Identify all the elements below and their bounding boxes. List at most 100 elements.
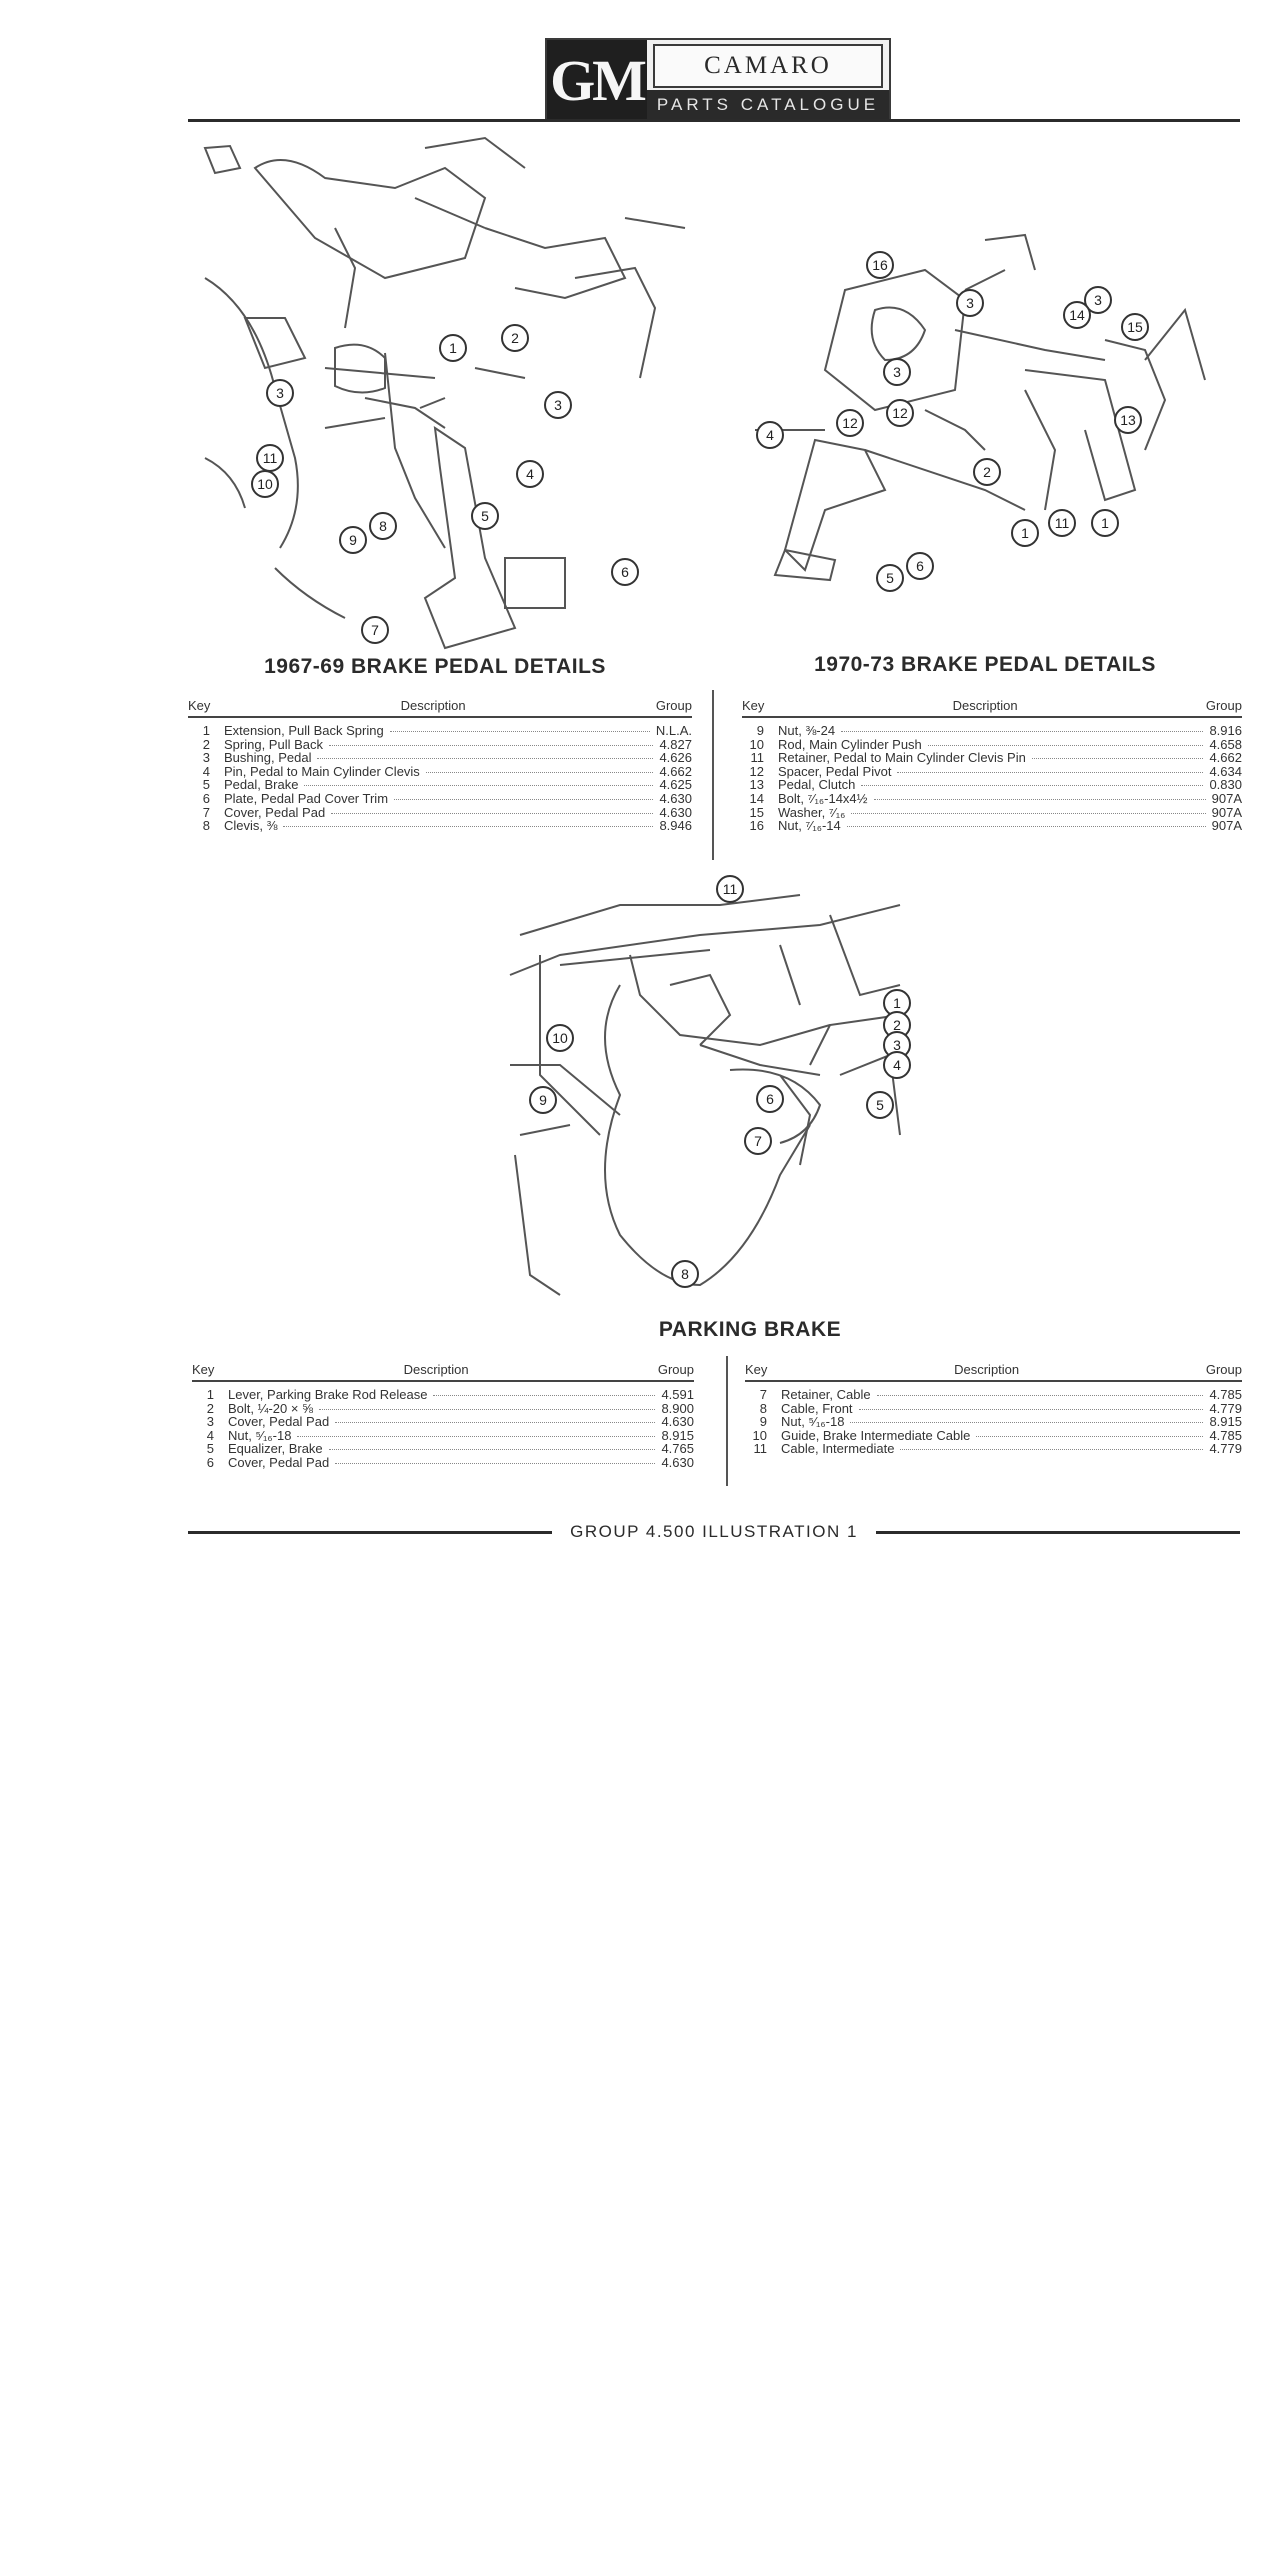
late-table-header: Key Description Group	[742, 698, 1242, 718]
parking-callout-4: 4	[893, 1057, 901, 1073]
parking-callout-10: 10	[552, 1030, 568, 1046]
dot-leader	[317, 758, 654, 760]
early-callout-7: 7	[371, 622, 379, 638]
parking-left-table-header: Key Description Group	[192, 1362, 694, 1382]
early-callout-8: 8	[379, 518, 387, 534]
part-key: 6	[202, 790, 210, 806]
part-group: 4.630	[659, 790, 692, 806]
catalogue-model-title: CAMARO	[653, 44, 883, 88]
dot-leader	[331, 812, 654, 814]
gm-logo: GM	[547, 40, 647, 120]
part-key: 1	[202, 723, 210, 738]
parking-right-col-group: Group	[1205, 1362, 1242, 1377]
late-col-key: Key	[742, 698, 765, 713]
part-description: Washer, ⁷⁄₁₆	[778, 804, 846, 820]
parking-right-col-description: Description	[954, 1362, 1020, 1377]
part-description: Plate, Pedal Pad Cover Trim	[224, 790, 389, 806]
early-callout-1: 1	[449, 340, 457, 356]
part-description: Cover, Pedal Pad	[228, 1454, 330, 1470]
early-callout-3b: 3	[554, 397, 562, 413]
parking-callout-7: 7	[754, 1133, 762, 1149]
part-group: N.L.A.	[655, 723, 692, 738]
part-description: Retainer, Pedal to Main Cylinder Clevis …	[778, 750, 1026, 766]
early-col-key: Key	[188, 698, 211, 713]
part-key: 1	[206, 1387, 214, 1402]
part-description: Clevis, ⅜	[224, 818, 278, 834]
part-description: Nut, ⅜-24	[778, 723, 836, 738]
part-group: 4.630	[659, 804, 692, 820]
late-brake-pedal-illustration: 1 1 2 3 3 3 4 5 6 11 12 12 13 14 15 16	[755, 233, 1206, 592]
part-group: 907A	[1211, 818, 1242, 834]
header-title-block: CAMARO PARTS CATALOGUE	[647, 40, 889, 120]
part-description: Nut, ⁵⁄₁₆-18	[228, 1427, 292, 1443]
early-table-header: Key Description Group	[188, 698, 692, 718]
early-brake-pedal-illustration: 1 2 3 3 4 5 6 7 8 9 10 11	[203, 136, 686, 650]
parking-section-title: PARKING BRAKE	[658, 1318, 842, 1341]
part-group: 8.900	[661, 1400, 694, 1416]
part-group: 8.946	[659, 818, 692, 834]
part-description: Cover, Pedal Pad	[224, 804, 326, 820]
part-key: 11	[753, 1441, 768, 1457]
late-callout-11: 11	[1055, 515, 1070, 531]
part-description: Rod, Main Cylinder Push	[778, 736, 922, 752]
footer-illustration-label: GROUP 4.500 ILLUSTRATION 1	[570, 1522, 858, 1541]
part-key: 10	[749, 736, 764, 752]
table-row: 11 Cable, Intermediate 4.779	[745, 1441, 1243, 1457]
part-group: 4.662	[1209, 750, 1242, 766]
part-group: 907A	[1211, 790, 1242, 806]
late-section-title: 1970-73 BRAKE PEDAL DETAILS	[814, 653, 1156, 676]
part-description: Nut, ⁵⁄₁₆-18	[781, 1414, 845, 1430]
part-description: Pin, Pedal to Main Cylinder Clevis	[224, 763, 420, 779]
parking-callout-5: 5	[876, 1097, 884, 1113]
part-description: Nut, ⁷⁄₁₆-14	[778, 818, 841, 834]
parking-callout-8: 8	[681, 1266, 689, 1282]
parking-right-table-header: Key Description Group	[745, 1362, 1242, 1382]
early-callout-5: 5	[481, 508, 489, 524]
late-col-description: Description	[952, 698, 1018, 713]
dot-leader	[900, 1449, 1204, 1451]
page-footer: GROUP 4.500 ILLUSTRATION 1	[188, 1522, 1241, 1542]
part-group: 907A	[1211, 804, 1242, 820]
dot-leader	[425, 771, 654, 773]
part-description: Bolt, ¼-20 × ⅝	[228, 1400, 313, 1416]
part-group: 4.779	[1209, 1400, 1242, 1416]
late-callout-3a: 3	[893, 364, 901, 380]
early-callout-6: 6	[621, 564, 629, 580]
parking-brake-illustration: 1 2 3 4 5 6 7 8 9 10 11	[509, 875, 911, 1296]
dot-leader	[328, 1449, 656, 1451]
dot-leader	[841, 731, 1204, 732]
part-key: 14	[749, 790, 764, 806]
late-callout-3b: 3	[966, 295, 974, 311]
part-description: Extension, Pull Back Spring	[224, 723, 384, 738]
part-group: 4.779	[1209, 1441, 1242, 1457]
parking-callout-9: 9	[539, 1092, 547, 1108]
part-description: Bolt, ⁷⁄₁₆-14x4½	[778, 790, 868, 806]
part-description: Cover, Pedal Pad	[228, 1414, 330, 1430]
part-key: 12	[749, 763, 764, 779]
part-key: 9	[756, 723, 764, 738]
early-callout-11: 11	[263, 450, 278, 466]
parking-left-col-description: Description	[403, 1362, 469, 1377]
dot-leader	[283, 826, 654, 828]
part-group: 4.785	[1209, 1387, 1242, 1402]
part-key: 3	[206, 1414, 214, 1430]
late-callout-2: 2	[983, 464, 991, 480]
dot-leader	[304, 785, 654, 787]
part-description: Cable, Intermediate	[781, 1441, 895, 1457]
part-group: 4.765	[661, 1441, 694, 1457]
part-key: 4	[206, 1427, 214, 1443]
late-callout-16: 16	[872, 257, 888, 273]
late-callout-12a: 12	[842, 415, 858, 431]
